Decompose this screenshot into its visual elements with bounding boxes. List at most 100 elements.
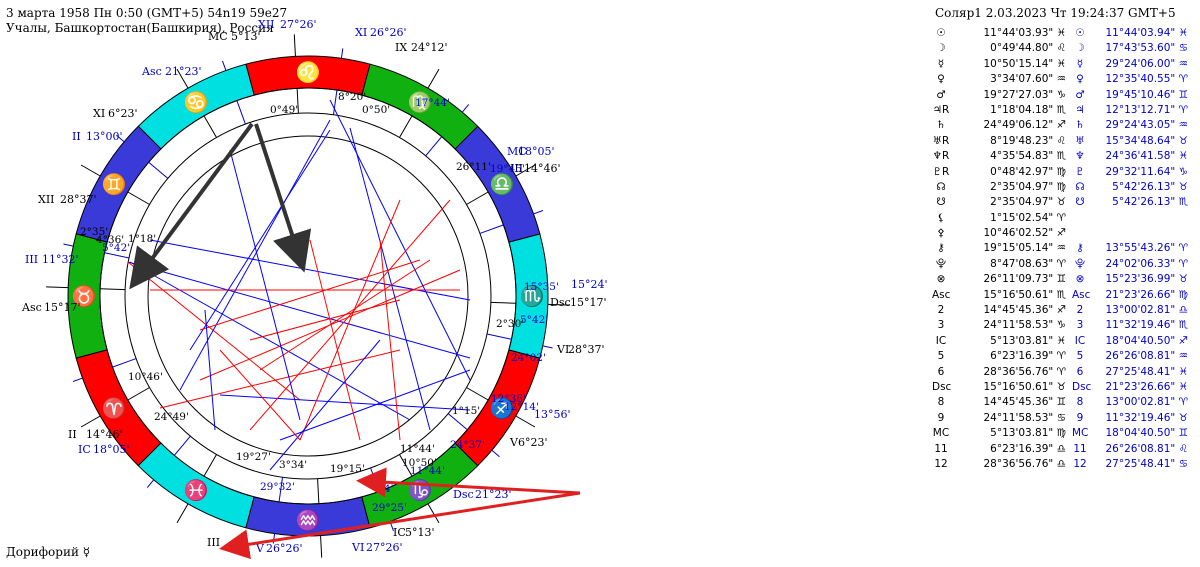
solar-planet-glyph: 3 — [1076, 319, 1084, 332]
planet-row: ⚸1°15'02.54" ♈ — [932, 211, 1200, 226]
natal-planet-glyph: ♆R — [932, 150, 950, 163]
outer-cusp-label: 11°32' — [42, 253, 79, 266]
outer-cusp-label: 14°46' — [524, 162, 561, 175]
cusp-inner-tick — [148, 161, 169, 179]
outer-cusp-label: Dsc — [550, 296, 571, 309]
aspect-line — [229, 149, 301, 421]
natal-planet-glyph: ☿ — [937, 57, 945, 70]
natal-planet-position: 19°27'27.03" ♑ — [983, 88, 1067, 101]
outer-cusp-label: 18°05' — [93, 443, 130, 456]
solar-planet-glyph: 8 — [1076, 396, 1084, 409]
outer-cusp-label: 15°17' — [44, 301, 81, 314]
planet-row: ♀3°34'07.60" ♒♀12°35'40.55" ♈ — [932, 72, 1200, 87]
inner-labels: 0°49'8°20'0°50'17°44'26°11'19°45'2°35'4°… — [80, 91, 559, 514]
outer-cusp-label: III — [207, 536, 220, 549]
planet-row: ☽0°49'44.80" ♌☽17°43'53.60" ♋ — [932, 41, 1200, 56]
cusp-tick — [116, 134, 125, 143]
natal-planet-glyph: ⚴ — [937, 227, 945, 240]
planet-degree-label: 24°37' — [450, 439, 485, 451]
planet-row: ☉11°44'03.93" ♓☉11°44'03.94" ♓ — [932, 26, 1200, 41]
outer-cusp-label: III — [510, 162, 523, 175]
outer-cusp-label: 5°13' — [231, 30, 261, 43]
planet-track-circle — [124, 112, 492, 480]
outer-cusp-label: XI — [93, 107, 105, 120]
natal-planet-position: 2°35'04.97" ♉ — [990, 196, 1066, 209]
sign-glyph: ♑ — [408, 478, 433, 502]
cusp-tick — [46, 286, 69, 289]
solar-planet-position: 5°42'26.13" ♏ — [1112, 196, 1188, 209]
aspect-line — [219, 349, 301, 441]
outer-cusp-label: 26°26' — [266, 542, 303, 555]
natal-planet-glyph: 12 — [934, 457, 948, 470]
solar-planet-position: 11°32'19.46" ♉ — [1105, 411, 1189, 424]
natal-planet-glyph: 9 — [937, 411, 945, 424]
solar-planet-position: 11°32'19.46" ♏ — [1105, 319, 1189, 332]
natal-planet-position: 14°45'45.36" ♊ — [983, 396, 1067, 409]
solar-planet-position: 15°34'48.64" ♉ — [1105, 134, 1189, 147]
solar-planet-position: 26°26'08.81" ♌ — [1105, 442, 1189, 455]
outer-cusp-label: 6°23' — [108, 107, 138, 120]
natal-planet-glyph: IC — [935, 334, 947, 347]
outer-cusp-label: 15°17' — [570, 296, 607, 309]
cusp-inner-tick — [447, 413, 468, 431]
planet-degree-label: 1°18' — [128, 233, 156, 245]
planet-positions-table: ☉11°44'03.93" ♓☉11°44'03.94" ♓☽0°49'44.8… — [932, 26, 1200, 472]
planet-row: ☋2°35'04.97" ♉☋5°42'26.13" ♏ — [932, 195, 1200, 210]
planet-degree-label: 4°36' — [96, 234, 124, 246]
aspect-line — [129, 261, 411, 421]
outer-cusp-label: 21°23' — [475, 488, 512, 501]
planet-degree-label: 17°44' — [415, 97, 450, 109]
outer-cusp-label: XII — [258, 18, 275, 31]
planet-row: ⊗26°11'09.73" ♊⊗15°23'36.99" ♉ — [932, 272, 1200, 287]
cusp-inner-tick — [479, 224, 504, 234]
aspect-line — [329, 99, 471, 381]
planet-degree-label: 15°35' — [524, 281, 559, 293]
solar-planet-position: 15°23'36.99" ♉ — [1105, 273, 1189, 286]
planet-degree-label: 12°36' — [491, 393, 526, 405]
solar-planet-position: 29°24'43.05" ♒ — [1105, 119, 1189, 132]
solar-planet-position: 29°24'06.00" ♒ — [1105, 57, 1189, 70]
solar-planet-glyph: ♇ — [1075, 165, 1085, 178]
outer-cusp-label: 15°24' — [571, 278, 608, 291]
natal-planet-glyph: ♅R — [932, 134, 950, 147]
outer-cusp-label: MC — [507, 145, 527, 158]
outer-cusp-label: III — [25, 253, 38, 266]
natal-planet-position: 5°13'03.81" ♍ — [990, 427, 1066, 440]
annotation-arrows — [129, 122, 581, 560]
cusp-inner-tick — [236, 100, 246, 125]
planet-degree-label: 24°02' — [511, 352, 546, 364]
solar-planet-glyph: ☉ — [1075, 27, 1085, 39]
natal-planet-glyph: ⯓ — [935, 257, 947, 270]
natal-planet-position: 28°36'56.76" ♈ — [983, 365, 1067, 378]
cusp-tick — [340, 48, 344, 59]
cusp-tick — [491, 449, 500, 458]
planet-degree-label: 19°15' — [330, 463, 365, 475]
cusp-tick — [176, 68, 189, 89]
aspect-line — [127, 261, 471, 359]
sign-glyph: ♈ — [102, 396, 127, 420]
natal-planet-glyph: Asc — [932, 288, 951, 301]
footer-note: Дорифорий ☿ — [6, 545, 91, 559]
cusp-inner-tick — [203, 115, 217, 138]
outer-cusp-label: II — [68, 428, 77, 441]
natal-planet-glyph: ☉ — [936, 27, 946, 39]
solar-planet-glyph: 6 — [1076, 365, 1084, 378]
outer-cusp-label: IC — [393, 526, 406, 539]
natal-planet-position: 8°19'48.23" ♌ — [990, 134, 1066, 147]
outer-cusp-label: VI — [351, 541, 364, 554]
solar-planet-glyph: ♀ — [1076, 73, 1084, 86]
outer-cusp-label: 6°23' — [518, 436, 548, 449]
natal-planet-glyph: ☊ — [936, 180, 946, 193]
aspect-line — [299, 199, 401, 441]
solar-planet-glyph: 12 — [1073, 457, 1087, 470]
natal-planet-glyph: ☽ — [936, 42, 946, 55]
planet-degree-label: 10°50' — [402, 457, 437, 469]
natal-planet-position: 19°15'05.14" ♒ — [983, 242, 1067, 255]
cusp-tick — [547, 303, 570, 306]
solar-planet-glyph: Dsc — [1072, 380, 1092, 393]
solar-planet-glyph: ⚷ — [1076, 242, 1084, 255]
planet-degree-label: 19°27' — [236, 451, 271, 463]
